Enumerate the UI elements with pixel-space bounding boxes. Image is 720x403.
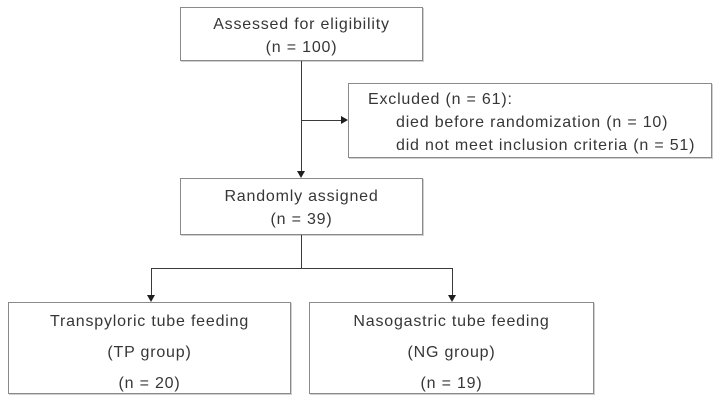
ng-label: (NG group) — [407, 344, 496, 361]
box-tp-group: Transpyloric tube feeding (TP group) (n … — [8, 302, 291, 394]
tp-title: Transpyloric tube feeding — [49, 313, 250, 330]
box-randomly-assigned: Randomly assigned (n = 39) — [180, 178, 423, 235]
ng-title: Nasogastric tube feeding — [353, 313, 550, 330]
arrowhead-right-excluded-icon — [341, 116, 348, 124]
box-excluded: Excluded (n = 61): died before randomiza… — [348, 83, 712, 158]
connector-branch-left — [151, 268, 152, 295]
connector-branch-to-excluded — [301, 120, 341, 121]
box-ng-group: Nasogastric tube feeding (NG group) (n =… — [309, 302, 594, 394]
tp-count: (n = 20) — [118, 375, 181, 392]
connector-branch-horizontal — [151, 268, 453, 269]
arrowhead-down-randomized-icon — [297, 171, 305, 178]
tp-label: (TP group) — [107, 344, 192, 361]
assessed-title: Assessed for eligibility — [213, 16, 390, 33]
excluded-title: Excluded (n = 61): — [368, 91, 513, 108]
randomized-title: Randomly assigned — [224, 188, 379, 205]
assessed-count: (n = 100) — [265, 39, 338, 56]
box-assessed-eligibility: Assessed for eligibility (n = 100) — [180, 7, 423, 61]
arrowhead-down-ng-icon — [448, 295, 456, 302]
arrowhead-down-tp-icon — [147, 295, 155, 302]
connector-branch-right — [452, 268, 453, 295]
excluded-reason-1: died before randomization (n = 10) — [396, 114, 669, 131]
excluded-reason-2: did not meet inclusion criteria (n = 51) — [396, 137, 696, 154]
connector-eligibility-to-randomized — [301, 61, 302, 171]
ng-count: (n = 19) — [420, 375, 483, 392]
connector-randomized-stem — [301, 235, 302, 268]
randomized-count: (n = 39) — [270, 211, 333, 228]
